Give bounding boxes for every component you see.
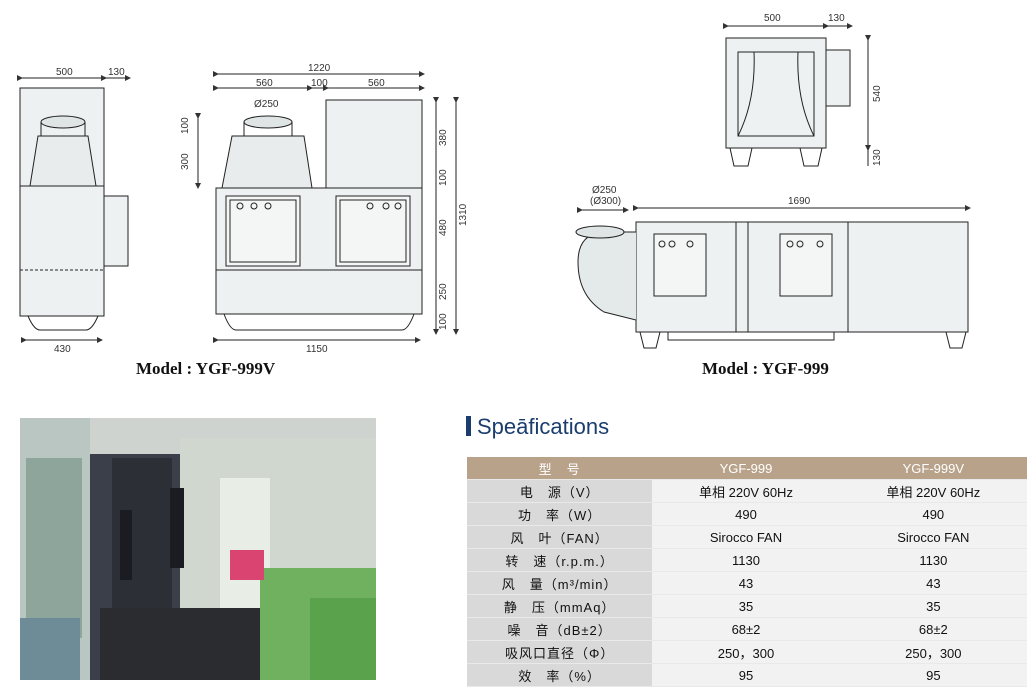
title-bar-icon	[466, 416, 471, 436]
header-ygf999: YGF-999	[652, 457, 840, 480]
dim-side-duct1: Ø250	[592, 185, 617, 196]
spec-value: 35	[652, 594, 840, 618]
ygf999-side-view	[575, 205, 971, 349]
spec-label: 噪 音（dB±2）	[467, 617, 653, 641]
dim-front-hood-h: 300	[180, 153, 191, 170]
dim-side-duct2: (Ø300)	[590, 196, 621, 207]
spec-value: 95	[839, 663, 1027, 687]
dim-front-duct-h: 100	[180, 117, 191, 134]
dim-front-base: 1150	[306, 344, 328, 355]
spec-value: 43	[652, 571, 840, 595]
spec-value: Sirocco FAN	[652, 525, 840, 549]
spec-label: 风 量（m³/min）	[467, 571, 653, 595]
spec-value: 35	[839, 594, 1027, 618]
spec-label: 转 速（r.p.m.）	[467, 548, 653, 572]
spec-value: 490	[839, 502, 1027, 526]
spec-value: 68±2	[652, 617, 840, 641]
spec-value: 单相 220V 60Hz	[839, 479, 1027, 503]
dim-side-base: 430	[54, 344, 71, 355]
spec-value: 43	[839, 571, 1027, 595]
specifications-title-text: Speāfications	[477, 414, 610, 439]
header-ygf999v: YGF-999V	[839, 457, 1027, 480]
dim-front-mid: 100	[311, 78, 328, 89]
spec-value: 1130	[839, 548, 1027, 572]
dim-front-r4: 250	[438, 283, 449, 300]
dim-side-length: 1690	[788, 196, 811, 207]
dim-front-total-h: 1310	[458, 203, 469, 226]
spec-label: 吸风口直径（Φ）	[467, 640, 653, 664]
header-label: 型 号	[467, 457, 653, 480]
dim-front-r1: 380	[438, 129, 449, 146]
dim-front-duct: Ø250	[254, 99, 279, 110]
spec-value: 250，300	[652, 640, 840, 664]
dim-front-left: 560	[256, 78, 273, 89]
dim-front-r3: 480	[438, 219, 449, 236]
table-header-row: 型 号 YGF-999 YGF-999V	[467, 457, 1027, 480]
spec-label: 风 叶（FAN）	[467, 525, 653, 549]
spec-value: Sirocco FAN	[839, 525, 1027, 549]
dim-front-r2: 100	[438, 169, 449, 186]
technical-drawings: 500 130 430 1220 560 100 560 Ø250 100 30…	[17, 13, 971, 355]
spec-value: 490	[652, 502, 840, 526]
spec-value: 250，300	[839, 640, 1027, 664]
spec-label: 功 率（W）	[467, 502, 653, 526]
specifications-title: Speāfications	[466, 414, 609, 440]
spec-label: 电 源（V）	[467, 479, 653, 503]
model-label-ygf999v: Model : YGF-999V	[136, 359, 276, 378]
ygf999v-side-view	[17, 75, 131, 343]
spec-value: 1130	[652, 548, 840, 572]
ygf999-end-view	[723, 23, 871, 167]
spec-value: 95	[652, 663, 840, 687]
dim-end-height: 540	[872, 85, 883, 102]
dim-end-depth: 130	[828, 13, 845, 24]
factory-photo	[20, 418, 376, 680]
dim-side-width: 500	[56, 67, 73, 78]
ygf999v-front-view	[195, 71, 459, 343]
spec-label: 效 率（%）	[467, 663, 653, 687]
dim-side-depth: 130	[108, 67, 125, 78]
spec-value: 单相 220V 60Hz	[652, 479, 840, 503]
dim-front-total: 1220	[308, 63, 331, 74]
spec-value: 68±2	[839, 617, 1027, 641]
dim-front-r5: 100	[438, 313, 449, 330]
model-label-ygf999: Model : YGF-999	[702, 359, 829, 378]
dim-end-leg: 130	[872, 149, 883, 166]
dim-end-width: 500	[764, 13, 781, 24]
spec-label: 静 压（mmAq）	[467, 594, 653, 618]
dim-front-right: 560	[368, 78, 385, 89]
